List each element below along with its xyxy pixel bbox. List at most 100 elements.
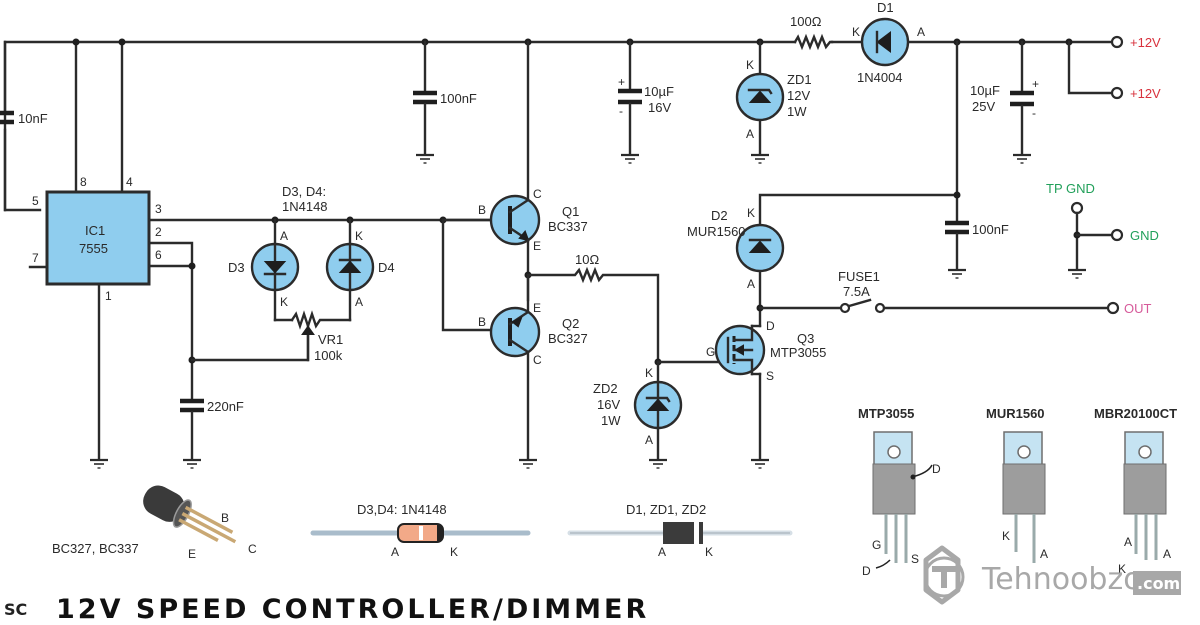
q-base-link <box>441 218 492 332</box>
svg-text:E: E <box>533 239 541 253</box>
svg-text:D2: D2 <box>711 208 728 223</box>
svg-text:100Ω: 100Ω <box>790 14 822 29</box>
terminal-gnd[interactable]: GND <box>1075 228 1159 243</box>
svg-text:Tehnoobzor: Tehnoobzor <box>981 562 1155 597</box>
capacitor-220nf: 220nF <box>180 398 244 470</box>
capacitor-10uf-25v: + - 10µF 25V <box>970 40 1039 165</box>
svg-text:Q3: Q3 <box>797 331 814 346</box>
svg-text:+: + <box>1032 77 1039 91</box>
ic1-7555: IC1 7555 8 4 5 7 3 2 6 1 <box>28 175 162 303</box>
svg-text:K: K <box>746 58 754 72</box>
svg-text:A: A <box>391 545 399 559</box>
terminal-tp-gnd[interactable]: TP GND <box>1046 181 1095 280</box>
package-1n4148: D3,D4: 1N4148 A K <box>310 502 531 559</box>
svg-text:Q2: Q2 <box>562 316 579 331</box>
svg-text:6: 6 <box>155 248 162 262</box>
fuse1: FUSE1 7.5A <box>758 269 1110 314</box>
svg-text:MTP3055: MTP3055 <box>858 406 914 421</box>
svg-text:MUR1560: MUR1560 <box>687 224 746 239</box>
svg-text:100nF: 100nF <box>440 91 477 106</box>
svg-text:K: K <box>355 229 363 243</box>
svg-text:K: K <box>747 206 755 220</box>
svg-text:ZD2: ZD2 <box>593 381 618 396</box>
diode-d2-mur1560: K A D2 MUR1560 <box>687 193 959 312</box>
supply-rail <box>3 38 1114 212</box>
svg-text:10Ω: 10Ω <box>575 252 599 267</box>
terminal-12v-a[interactable]: +12V <box>1110 35 1161 50</box>
svg-text:10nF: 10nF <box>18 111 48 126</box>
svg-text:GND: GND <box>1130 228 1159 243</box>
resistor-10-ohm: 10Ω <box>526 252 660 364</box>
terminal-12v-b[interactable]: +12V <box>1110 86 1161 101</box>
svg-text:MTP3055: MTP3055 <box>770 345 826 360</box>
svg-text:A: A <box>917 25 925 39</box>
package-mur1560: MUR1560 K A <box>986 406 1048 563</box>
capacitor-100nf-decoupling: 100nF <box>413 40 477 165</box>
svg-text:A: A <box>355 295 363 309</box>
diode-d3: A K D3 <box>228 218 300 322</box>
svg-text:2: 2 <box>155 225 162 239</box>
svg-text:MUR1560: MUR1560 <box>986 406 1045 421</box>
svg-text:10µF: 10µF <box>970 83 1000 98</box>
svg-text:25V: 25V <box>972 99 995 114</box>
svg-text:+12V: +12V <box>1130 35 1161 50</box>
svg-text:B: B <box>478 203 486 217</box>
svg-text:A: A <box>645 433 653 447</box>
zener-zd1: K A ZD1 12V 1W <box>735 40 812 165</box>
svg-text:10µF: 10µF <box>644 84 674 99</box>
svg-text:C: C <box>248 542 257 556</box>
mosfet-q3-mtp3055: G D S Q3 MTP3055 <box>656 306 826 470</box>
svg-text:D1: D1 <box>877 0 894 15</box>
svg-text:12V: 12V <box>787 88 810 103</box>
svg-text:220nF: 220nF <box>207 399 244 414</box>
d3-d4-header: D3, D4: <box>282 184 326 199</box>
package-to92: BC327, BC337 B E C <box>52 485 257 561</box>
svg-text:K: K <box>450 545 458 559</box>
svg-text:A: A <box>1124 535 1132 549</box>
title-block: SC 12V SPEED CONTROLLER/DIMMER <box>4 594 649 625</box>
svg-text:D4: D4 <box>378 260 395 275</box>
svg-text:BC327: BC327 <box>548 331 588 346</box>
zener-zd2: K A ZD2 16V 1W <box>593 358 683 470</box>
svg-text:K: K <box>852 25 860 39</box>
svg-text:K: K <box>705 545 713 559</box>
svg-text:A: A <box>747 277 755 291</box>
svg-text:7555: 7555 <box>79 241 108 256</box>
svg-text:+: + <box>618 75 625 89</box>
svg-text:3: 3 <box>155 202 162 216</box>
svg-text:+12V: +12V <box>1130 86 1161 101</box>
svg-text:100nF: 100nF <box>972 222 1009 237</box>
page-title: 12V SPEED CONTROLLER/DIMMER <box>56 594 649 625</box>
svg-text:G: G <box>706 345 715 359</box>
resistor-100-ohm: 100Ω <box>790 14 834 51</box>
svg-text:4: 4 <box>126 175 133 189</box>
svg-text:S: S <box>911 552 919 566</box>
transistor-q1-bc337: B C E Q1 BC337 <box>441 40 588 302</box>
svg-text:ZD1: ZD1 <box>787 72 812 87</box>
svg-text:BC327, BC337: BC327, BC337 <box>52 541 139 556</box>
svg-text:7: 7 <box>32 251 39 265</box>
terminal-out[interactable]: OUT <box>1106 301 1152 316</box>
svg-text:MBR20100CT: MBR20100CT <box>1094 406 1177 421</box>
svg-text:D3: D3 <box>228 260 245 275</box>
svg-text:FUSE1: FUSE1 <box>838 269 880 284</box>
capacitor-10uf-16v: + - 10µF 16V <box>618 40 674 165</box>
sc-logo: SC <box>4 600 27 619</box>
svg-text:B: B <box>478 315 486 329</box>
svg-text:D: D <box>766 319 775 333</box>
svg-text:K: K <box>645 366 653 380</box>
svg-text:5: 5 <box>32 194 39 208</box>
d3-d4-part: 1N4148 <box>282 199 328 214</box>
svg-text:IC1: IC1 <box>85 223 105 238</box>
capacitor-10nf: 10nF <box>0 110 48 126</box>
svg-text:G: G <box>872 538 881 552</box>
svg-text:C: C <box>533 187 542 201</box>
svg-text:K: K <box>280 295 288 309</box>
svg-text:S: S <box>766 369 774 383</box>
svg-text:A: A <box>1040 547 1048 561</box>
package-mbr20100ct: MBR20100CT A A K <box>1094 406 1177 576</box>
svg-text:100k: 100k <box>314 348 343 363</box>
capacitor-100nf-output: 100nF <box>945 220 1009 280</box>
svg-text:OUT: OUT <box>1124 301 1152 316</box>
